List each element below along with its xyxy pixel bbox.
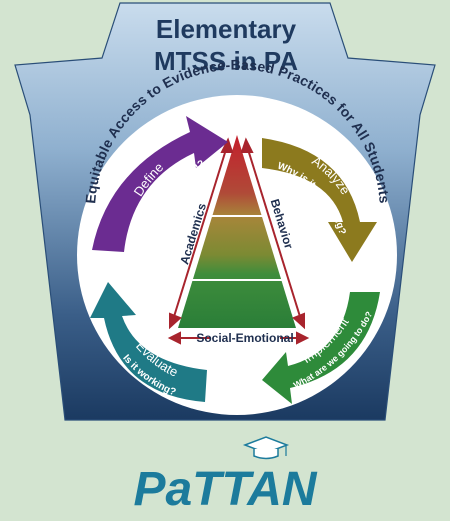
logo-text-ttan: TTAN <box>192 463 318 516</box>
graduation-cap-icon <box>242 436 290 460</box>
title-line2: MTSS in PA <box>154 46 298 76</box>
pyramid-arrows <box>167 137 310 345</box>
title-line1: Elementary <box>156 14 297 44</box>
social-emotional-label: Social-Emotional <box>196 331 293 345</box>
svg-text:PaTTAN: PaTTAN <box>133 463 317 516</box>
logo-text-pa: Pa <box>133 463 192 516</box>
pattan-logo: PaTTAN <box>133 436 318 516</box>
